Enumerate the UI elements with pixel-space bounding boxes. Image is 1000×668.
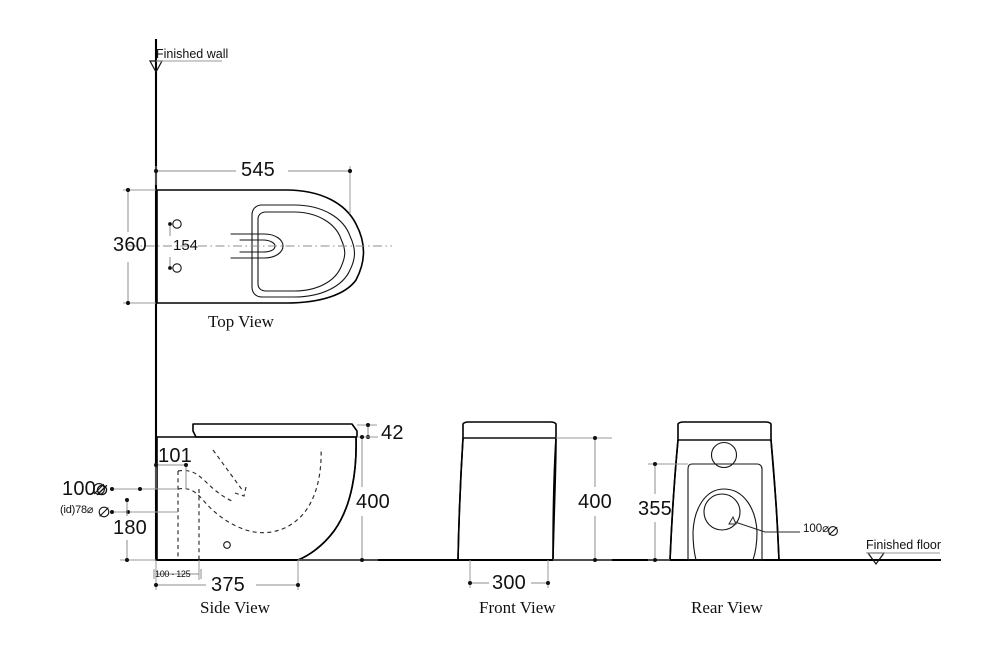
dimension-label-42: 42 (381, 422, 404, 444)
dimension-label-375: 375 (211, 574, 245, 596)
dimension-text-100: 100⌀ (62, 478, 109, 500)
dimension-300 (468, 560, 550, 588)
side-view-geometry (156, 423, 358, 561)
diameter-glyph-78 (98, 506, 110, 518)
front-view-geometry (457, 421, 557, 561)
rear-view-geometry (669, 421, 838, 561)
caption-front-view: Front View (479, 598, 556, 617)
dimension-label-400-side: 400 (356, 491, 390, 513)
dimension-label-100-125: 100 - 125 (155, 569, 191, 579)
dimension-label-154: 154 (173, 237, 199, 254)
dimension-101 (154, 463, 188, 489)
dimension-label-100-dia: 100⌀ (62, 479, 108, 499)
dimension-label-400-front: 400 (578, 491, 612, 513)
caption-rear-view: Rear View (691, 598, 763, 617)
dimension-label-300: 300 (492, 572, 526, 594)
dimension-100-dia (110, 487, 178, 491)
dimension-154 (168, 222, 172, 270)
dimension-label-355: 355 (638, 498, 672, 520)
finished-floor-marker (866, 552, 940, 566)
finished-wall-label: Finished wall (156, 47, 229, 61)
dimension-545 (153, 166, 353, 214)
dimension-400-side (298, 435, 378, 562)
dimension-label-545: 545 (241, 159, 275, 181)
dimension-text-78: (id)78⌀ (60, 504, 94, 516)
callout-label-100-dia-rear: 100⌀ (803, 523, 830, 536)
top-view-geometry (128, 189, 392, 304)
dimension-360 (123, 187, 156, 306)
dimension-label-78-id: (id)78⌀ (60, 504, 94, 516)
dimension-355 (648, 462, 688, 562)
dimension-78-id (110, 510, 178, 514)
dimension-375 (154, 560, 300, 590)
callout-text-100-rear: 100⌀ (803, 523, 830, 535)
dimension-180 (120, 498, 156, 562)
dimension-label-360: 360 (113, 234, 147, 256)
dimension-label-180: 180 (113, 517, 147, 539)
dimension-400-front (553, 436, 612, 562)
finished-wall-marker (148, 60, 222, 74)
caption-side-view: Side View (200, 598, 270, 617)
finished-floor-label: Finished floor (866, 538, 942, 552)
caption-top-view: Top View (208, 312, 274, 331)
dimension-label-101: 101 (158, 445, 192, 467)
diameter-glyph-100 (93, 483, 105, 495)
